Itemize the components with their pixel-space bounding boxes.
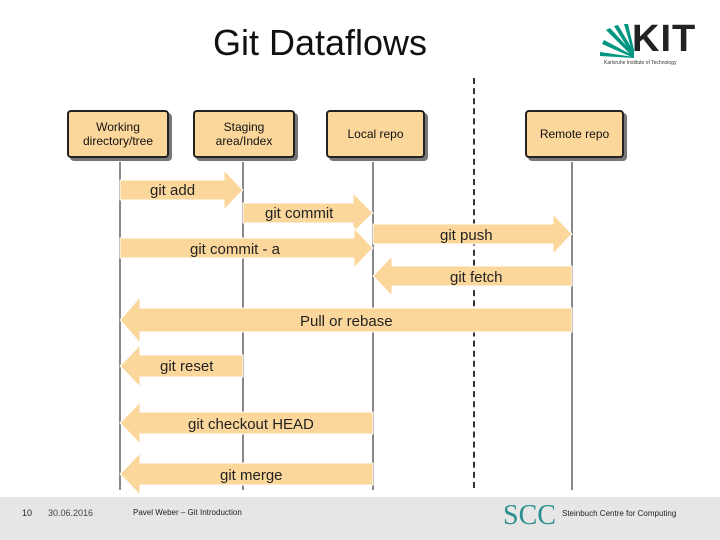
arrow-git-fetch bbox=[372, 254, 573, 298]
kit-logo-icon bbox=[600, 24, 634, 58]
flow-label-git-commit-a: git commit - a bbox=[190, 241, 281, 258]
flow-diagram: git add git commit git push git commit -… bbox=[119, 162, 573, 497]
footer bbox=[0, 497, 720, 540]
flow-label-git-fetch: git fetch bbox=[450, 269, 503, 286]
kit-logo: KIT Karlsruhe Institute of Technology bbox=[596, 18, 696, 72]
node-remote: Remote repo bbox=[525, 110, 624, 158]
page-number: 10 bbox=[22, 508, 33, 518]
node-label: Working directory/tree bbox=[82, 120, 154, 148]
scc-logo: SCC bbox=[503, 500, 556, 531]
flow-label-git-checkout-head: git checkout HEAD bbox=[188, 416, 314, 433]
footer-date: 30.06.2016 bbox=[48, 508, 94, 518]
node-label: Staging area/Index bbox=[215, 120, 273, 148]
footer-centre: Steinbuch Centre for Computing bbox=[562, 509, 677, 518]
arrow-git-merge bbox=[119, 451, 374, 497]
arrow-git-reset bbox=[119, 343, 244, 389]
node-label: Remote repo bbox=[539, 127, 610, 141]
arrow-git-push bbox=[372, 212, 573, 256]
node-working: Working directory/tree bbox=[67, 110, 169, 158]
flow-label-git-reset: git reset bbox=[160, 358, 214, 375]
kit-logo-text: KIT bbox=[632, 18, 697, 60]
flow-label-git-add: git add bbox=[150, 182, 195, 199]
kit-logo-subtitle: Karlsruhe Institute of Technology bbox=[604, 60, 677, 66]
flow-label-git-merge: git merge bbox=[220, 467, 283, 484]
page-title: Git Dataflows bbox=[212, 22, 428, 63]
flow-label-git-push: git push bbox=[440, 227, 493, 244]
arrow-git-commit bbox=[242, 191, 374, 235]
flow-label-pull-rebase: Pull or rebase bbox=[300, 313, 393, 330]
arrow-git-commit-a bbox=[119, 226, 374, 270]
arrow-pull-rebase bbox=[119, 295, 573, 345]
flow-label-git-commit: git commit bbox=[265, 205, 334, 222]
arrow-git-add bbox=[119, 168, 244, 212]
footer-author: Pavel Weber – Git Introduction bbox=[133, 508, 242, 517]
arrow-git-checkout-head bbox=[119, 400, 374, 446]
node-local: Local repo bbox=[326, 110, 425, 158]
node-label: Local repo bbox=[347, 127, 404, 141]
node-staging: Staging area/Index bbox=[193, 110, 295, 158]
